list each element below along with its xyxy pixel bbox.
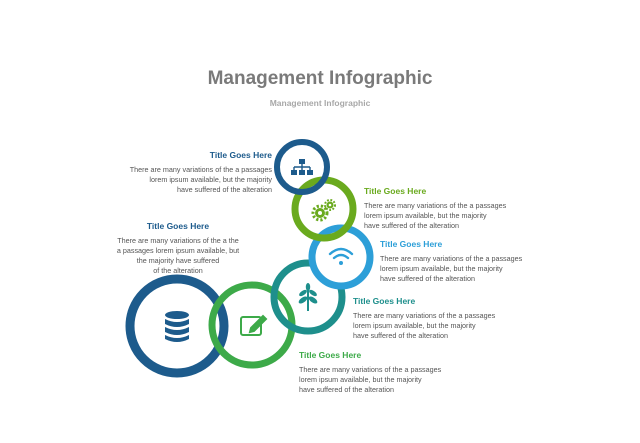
edit-icon bbox=[240, 314, 268, 336]
block-body: There are many variations of the a passa… bbox=[380, 254, 523, 283]
gears-icon bbox=[311, 199, 336, 222]
database-icon bbox=[165, 311, 189, 342]
leaf-icon bbox=[298, 283, 318, 311]
page-subtitle: Management Infographic bbox=[269, 98, 371, 108]
gears-ring bbox=[291, 176, 357, 242]
page-title: Management Infographic bbox=[207, 68, 433, 89]
block-heading: Title Goes Here bbox=[209, 150, 272, 160]
org-chart-icon bbox=[291, 159, 313, 175]
text-block-database: Title Goes Here There are many variation… bbox=[108, 221, 248, 276]
block-body: There are many variations of the a passa… bbox=[299, 365, 442, 394]
block-heading: Title Goes Here bbox=[146, 221, 210, 231]
wifi-ring bbox=[308, 224, 374, 290]
text-block-growth: Title Goes Here There are many variation… bbox=[353, 296, 523, 341]
text-block-wireless: Title Goes Here There are many variation… bbox=[380, 239, 550, 284]
org-chart-ring bbox=[274, 139, 330, 195]
block-heading: Title Goes Here bbox=[353, 296, 416, 306]
block-heading: Title Goes Here bbox=[364, 186, 427, 196]
text-block-edit: Title Goes Here There are many variation… bbox=[299, 350, 469, 395]
block-heading: Title Goes Here bbox=[380, 239, 443, 249]
text-block-structure: Title Goes Here There are many variation… bbox=[110, 150, 272, 195]
text-block-settings: Title Goes Here There are many variation… bbox=[364, 186, 534, 231]
block-body: There are many variations of the a passa… bbox=[129, 165, 272, 194]
block-heading: Title Goes Here bbox=[299, 350, 362, 360]
database-ring bbox=[125, 274, 229, 378]
leaf-ring bbox=[270, 259, 346, 335]
block-body: There are many variations of the a passa… bbox=[353, 311, 496, 340]
wifi-icon bbox=[328, 247, 354, 265]
block-body: There are many variations of the a the a… bbox=[116, 236, 240, 275]
block-body: There are many variations of the a passa… bbox=[364, 201, 507, 230]
